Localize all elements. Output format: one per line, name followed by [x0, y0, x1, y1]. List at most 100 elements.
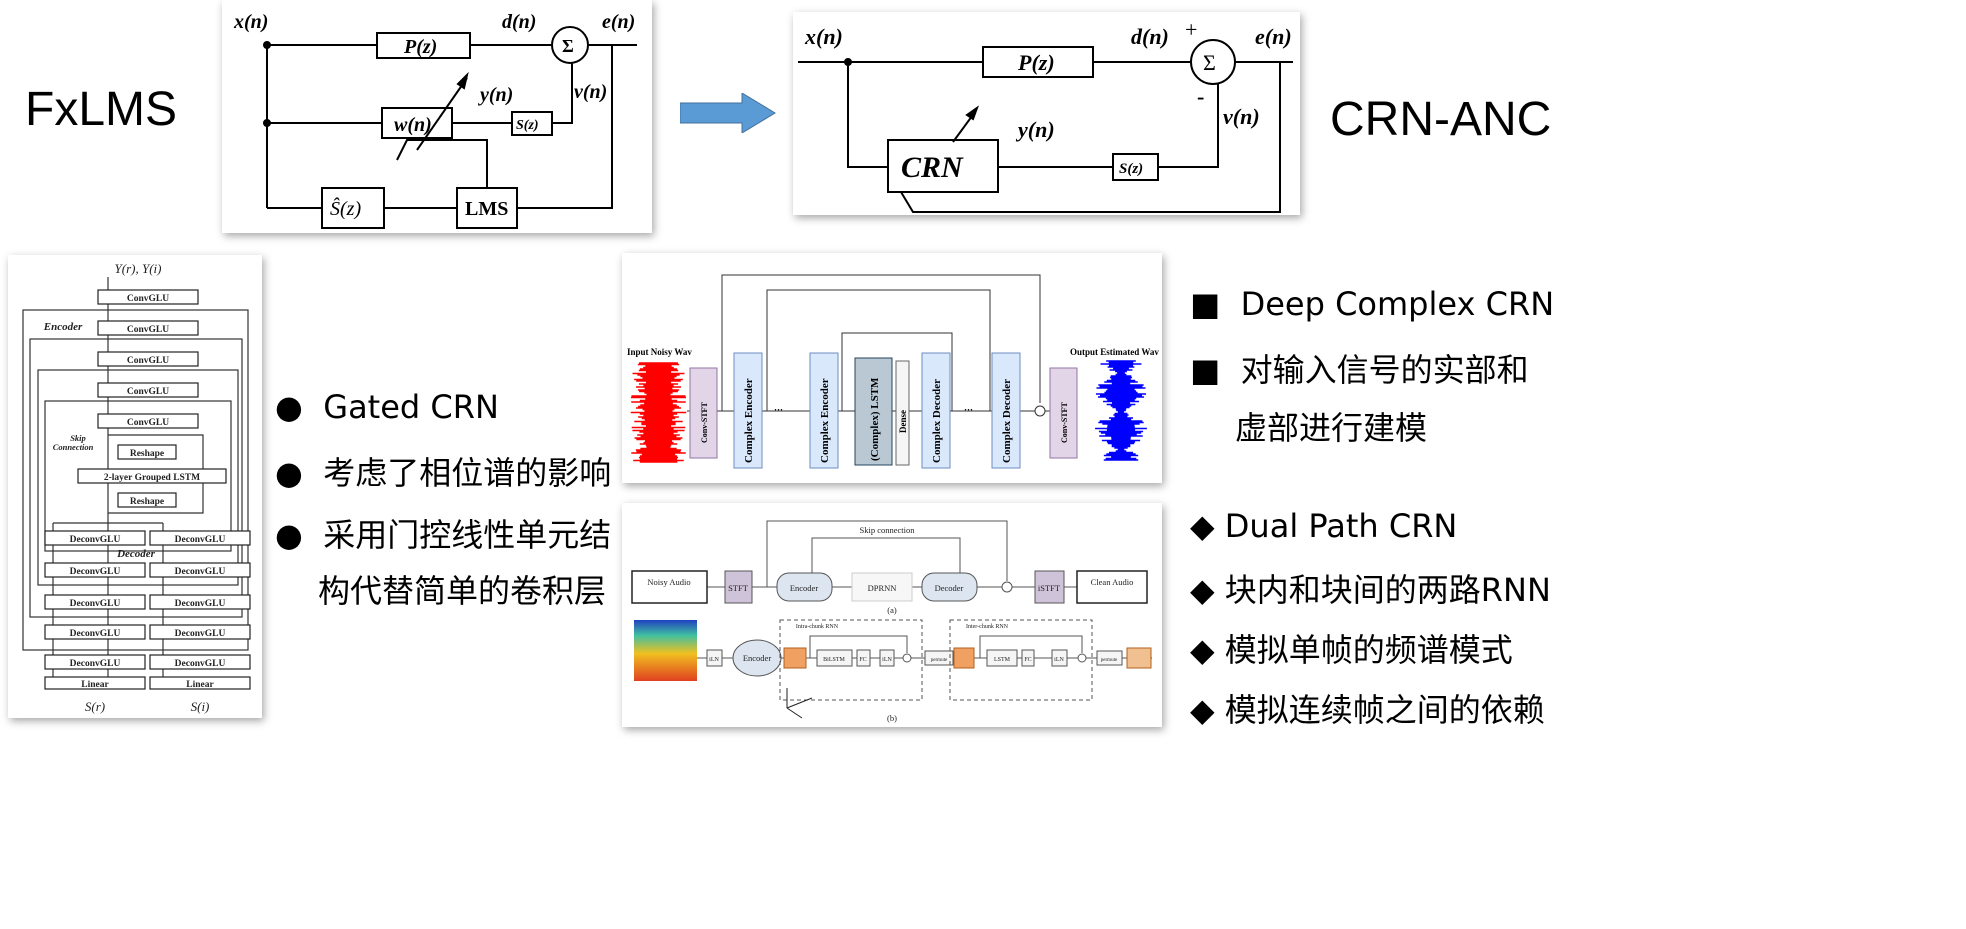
bullet-text: Dual Path CRN	[1224, 507, 1458, 545]
bullet-dccrn-model: ■ 对输入信号的实部和	[1190, 351, 1529, 389]
crn-y-label: y(n)	[1015, 117, 1055, 142]
bullet-glu: ● 采用门控线性单元结	[275, 516, 612, 554]
right-arrow-icon	[680, 93, 776, 133]
dccrn-encoder: Complex Encoder	[819, 378, 831, 463]
gated-crn-diagram: Y(r), Y(i) ConvGLU ConvGLU ConvGLU ConvG…	[8, 255, 262, 718]
bullet-dpcrn: ◆ Dual Path CRN	[1190, 507, 1458, 545]
dpcrn-noisy-audio: Noisy Audio	[647, 577, 690, 587]
fx-y-label: y(n)	[478, 84, 513, 106]
dpcrn-clean-audio: Clean Audio	[1091, 577, 1134, 587]
dpcrn-lstm: LSTM	[994, 657, 1011, 663]
fx-sum: Σ	[562, 36, 574, 56]
dpcrn-fc: FC	[859, 657, 866, 663]
dccrn-dots: ···	[964, 405, 973, 415]
fx-lms-box: LMS	[465, 198, 508, 220]
dccrn-dots: ···	[774, 405, 783, 415]
fx-v-label: v(n)	[574, 81, 607, 103]
crn-anc-diagram: x(n) P(z) d(n) + Σ e(n) CRN y(n) - S(z) …	[793, 12, 1300, 215]
gated-deconvglu: DeconvGLU	[70, 535, 121, 545]
gated-reshape: Reshape	[130, 449, 164, 459]
fx-shat-box: Ŝ(z)	[330, 196, 361, 220]
gated-deconvglu: DeconvGLU	[70, 599, 121, 609]
dpcrn-iln: iLN	[709, 657, 719, 663]
dpcrn-dprnn: DPRNN	[868, 583, 897, 593]
dpcrn-decoder: Decoder	[935, 583, 964, 593]
dpcrn-iln: iLN	[882, 657, 892, 663]
gated-deconvglu: DeconvGLU	[175, 659, 226, 669]
gated-convglu: ConvGLU	[127, 325, 169, 335]
dccrn-input-label: Input Noisy Wav	[627, 347, 692, 357]
bullet-text: 块内和块间的两路RNN	[1224, 571, 1551, 609]
bullet-dpcrn-rnn: ◆ 块内和块间的两路RNN	[1190, 571, 1551, 609]
bullet-gated-crn: ● Gated CRN	[275, 388, 499, 426]
dpcrn-stft: STFT	[728, 583, 749, 593]
gated-decoder-label: Decoder	[116, 548, 156, 560]
gated-output-imag: S(i)	[191, 699, 210, 714]
gated-deconvglu: DeconvGLU	[70, 567, 121, 577]
dccrn-diagram: Input Noisy Wav Output Estimated Wav Con…	[622, 253, 1162, 483]
gated-deconvglu: DeconvGLU	[175, 629, 226, 639]
gated-lstm: 2-layer Grouped LSTM	[104, 473, 200, 483]
dpcrn-bilstm: BiLSTM	[823, 657, 845, 663]
crn-p-box: P(z)	[1017, 50, 1055, 75]
bullet-dpcrn-spectral: ◆ 模拟单帧的频谱模式	[1190, 631, 1513, 669]
dpcrn-inter-label: Inter-chunk RNN	[966, 624, 1009, 630]
crn-d-label: d(n)	[1131, 24, 1169, 49]
crn-sum: Σ	[1203, 50, 1216, 75]
gated-deconvglu: DeconvGLU	[175, 567, 226, 577]
bullet-text: 考虑了相位谱的影响	[323, 454, 612, 492]
dpcrn-fc: FC	[1024, 657, 1031, 663]
dccrn-conv-stft: Conv-STFT	[700, 401, 709, 443]
bullet-text: 模拟单帧的频谱模式	[1224, 631, 1513, 669]
fx-s-box: S(z)	[516, 118, 539, 133]
gated-linear: Linear	[81, 680, 109, 690]
bullet-text: 对输入信号的实部和	[1240, 351, 1529, 389]
crn-e-label: e(n)	[1255, 24, 1292, 49]
dccrn-decoder: Complex Decoder	[931, 379, 943, 463]
fxlms-title: FxLMS	[25, 83, 178, 136]
dccrn-dense: Dense	[898, 410, 908, 433]
dpcrn-permute: permute	[931, 658, 948, 663]
gated-encoder-label: Encoder	[43, 321, 83, 333]
fx-p-box: P(z)	[403, 36, 437, 58]
bullet-glu-cont: 构代替简单的卷积层	[318, 572, 607, 610]
crn-v-label: v(n)	[1223, 104, 1260, 129]
dpcrn-diagram: Skip connection Noisy Audio STFT Encoder…	[622, 503, 1162, 727]
crn-x-label: x(n)	[804, 24, 843, 49]
bullet-text: Deep Complex CRN	[1240, 285, 1555, 323]
dpcrn-intra-label: Intra-chunk RNN	[796, 624, 839, 630]
bullet-text: 采用门控线性单元结	[323, 516, 612, 554]
crn-plus: +	[1185, 17, 1197, 42]
dccrn-lstm: (Complex) LSTM	[869, 377, 881, 461]
dccrn-decoder: Complex Decoder	[1001, 379, 1013, 463]
gated-input-label: Y(r), Y(i)	[115, 261, 162, 276]
crn-s-box: S(z)	[1119, 161, 1143, 177]
bullet-dpcrn-temporal: ◆ 模拟连续帧之间的依赖	[1190, 691, 1545, 729]
dpcrn-encoder: Encoder	[790, 583, 818, 593]
dccrn-conv-stft: Conv-STFT	[1060, 401, 1069, 443]
gated-output-real: S(r)	[85, 699, 105, 714]
crn-box: CRN	[901, 151, 964, 184]
bullet-dccrn: ■ Deep Complex CRN	[1190, 285, 1555, 323]
dpcrn-caption-a: (a)	[887, 605, 897, 615]
bullet-phase: ● 考虑了相位谱的影响	[275, 454, 612, 492]
gated-reshape: Reshape	[130, 497, 164, 507]
gated-linear: Linear	[186, 680, 214, 690]
bullet-text: Gated CRN	[323, 388, 499, 426]
fx-w-box: w(n)	[394, 114, 432, 136]
fx-d-label: d(n)	[502, 11, 536, 33]
dpcrn-iln: iLN	[1054, 657, 1064, 663]
gated-deconvglu: DeconvGLU	[70, 629, 121, 639]
dccrn-output-label: Output Estimated Wav	[1070, 347, 1159, 357]
dpcrn-istft: iSTFT	[1038, 583, 1061, 593]
gated-connection-label: Connection	[53, 442, 94, 452]
dccrn-encoder: Complex Encoder	[743, 378, 755, 463]
gated-convglu: ConvGLU	[127, 387, 169, 397]
fx-e-label: e(n)	[602, 11, 635, 33]
gated-deconvglu: DeconvGLU	[70, 659, 121, 669]
fxlms-diagram: x(n) P(z) d(n) Σ e(n) w(n) y(n) S(z) v(n…	[222, 0, 652, 233]
gated-deconvglu: DeconvGLU	[175, 599, 226, 609]
crn-anc-title: CRN-ANC	[1330, 93, 1552, 146]
crn-minus: -	[1197, 84, 1204, 109]
fx-x-label: x(n)	[233, 11, 268, 33]
